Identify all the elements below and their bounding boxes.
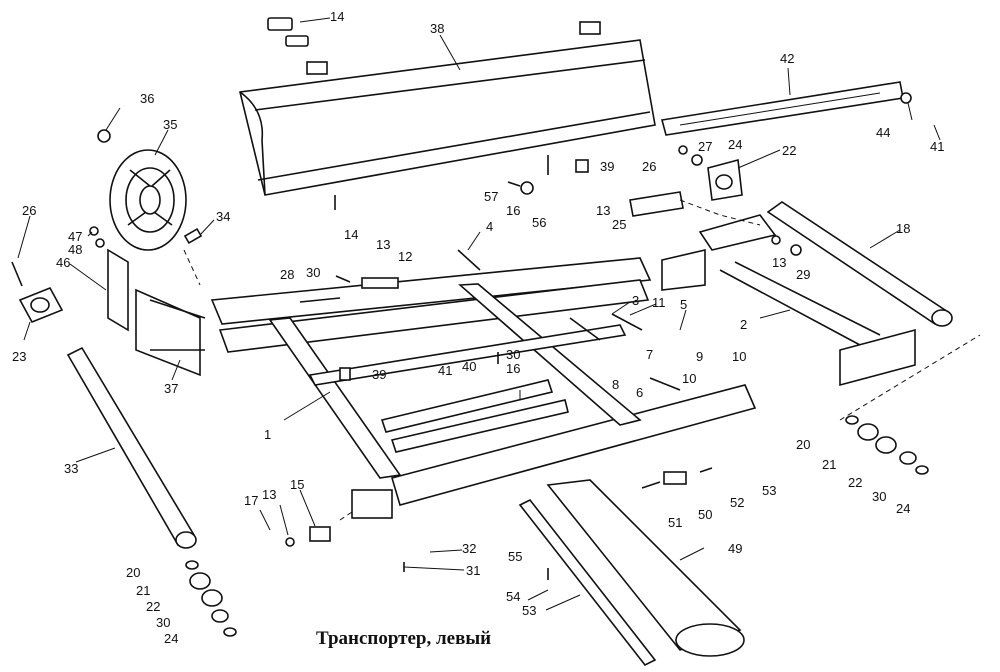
callout-6: 6 xyxy=(636,385,644,400)
callout-40: 40 xyxy=(462,359,477,374)
callout-53: 53 xyxy=(522,603,537,618)
part-34-key xyxy=(183,227,203,245)
callout-17: 17 xyxy=(244,493,259,508)
callout-12: 12 xyxy=(398,249,413,264)
callout-38: 38 xyxy=(430,21,445,36)
callout-28-right: 29 xyxy=(796,267,811,282)
callout-34: 34 xyxy=(216,209,231,224)
callout-39-left: 39 xyxy=(372,367,387,382)
assembly-guides xyxy=(183,199,981,521)
callout-21-left: 21 xyxy=(136,583,151,598)
callout-19: 18 xyxy=(896,221,911,236)
callout-20-right: 20 xyxy=(796,437,811,452)
callout-25: 25 xyxy=(612,217,627,232)
callout-4: 4 xyxy=(486,219,494,234)
callout-24-left: 24 xyxy=(164,631,179,646)
callout-16-top: 16 xyxy=(506,203,521,218)
callout-56: 56 xyxy=(532,215,547,230)
part-33-roller xyxy=(66,346,197,549)
callout-52: 53 xyxy=(762,483,777,498)
callout-29: 30 xyxy=(306,265,321,280)
callout-20-left: 20 xyxy=(126,565,141,580)
callout-35: 35 xyxy=(163,117,178,132)
callout-22-left: 22 xyxy=(146,599,161,614)
part-23-flange-left xyxy=(18,286,64,324)
callout-10-b: 10 xyxy=(682,371,697,386)
callout-51: 52 xyxy=(730,495,745,510)
bearing-stack-left xyxy=(185,560,237,637)
callout-13-d: 13 xyxy=(262,487,277,502)
callout-26-left: 26 xyxy=(22,203,37,218)
part-35-pulley xyxy=(109,149,187,251)
callout-2: 2 xyxy=(740,317,748,332)
callout-26-right: 26 xyxy=(642,159,657,174)
callout-54: 54 xyxy=(506,589,521,604)
callout-3: 3 xyxy=(632,293,640,308)
callout-7: 7 xyxy=(646,347,654,362)
callout-13-c: 13 xyxy=(772,255,787,270)
callout-28-left: 28 xyxy=(280,267,295,282)
callout-42: 41 xyxy=(930,139,945,154)
callout-13-a: 13 xyxy=(376,237,391,252)
callout-10-a: 10 xyxy=(732,349,747,364)
bearing-stack-right xyxy=(845,415,929,475)
callout-30-right: 30 xyxy=(872,489,887,504)
callout-32: 32 xyxy=(462,541,477,556)
part-25-plate xyxy=(629,191,684,217)
callout-27: 27 xyxy=(698,139,713,154)
part-23-flange-right xyxy=(707,158,743,201)
callout-23-right: 22 xyxy=(782,143,797,158)
part-45-37-bracket xyxy=(107,248,206,377)
part-43-strip xyxy=(660,81,904,136)
callout-22-right: 22 xyxy=(848,475,863,490)
callout-8: 8 xyxy=(612,377,620,392)
callout-50: 51 xyxy=(668,515,683,530)
part-36-nut xyxy=(97,129,111,143)
callout-33: 33 xyxy=(64,461,79,476)
callout-39-top: 39 xyxy=(600,159,615,174)
callout-9: 9 xyxy=(696,349,704,364)
part-38-shield xyxy=(239,21,656,210)
callout-31-bottom: 31 xyxy=(466,563,481,578)
callout-46: 47 xyxy=(68,229,83,244)
callout-36: 36 xyxy=(140,91,155,106)
diagram-title: Транспортер, левый xyxy=(316,628,492,649)
callout-1: 1 xyxy=(264,427,272,442)
callout-24-right: 24 xyxy=(896,501,911,516)
callout-47: 48 xyxy=(68,242,83,257)
part-18-clips xyxy=(267,17,309,47)
callout-55: 55 xyxy=(508,549,523,564)
callout-44: 44 xyxy=(876,125,891,140)
callout-48: 49 xyxy=(728,541,743,556)
callout-37: 37 xyxy=(164,381,179,396)
callout-31-top: 30 xyxy=(506,347,521,362)
part-48-belt xyxy=(546,479,745,657)
callout-43: 42 xyxy=(780,51,795,66)
part-1-frame xyxy=(210,257,757,519)
callout-15: 15 xyxy=(290,477,305,492)
callout-21-right: 21 xyxy=(822,457,837,472)
callout-49: 50 xyxy=(698,507,713,522)
callout-23-left: 23 xyxy=(12,349,27,364)
callout-14: 14 xyxy=(344,227,359,242)
part-19-roller xyxy=(766,201,953,327)
callout-18: 14 xyxy=(330,9,345,24)
callout-41: 41 xyxy=(438,363,453,378)
callout-5: 5 xyxy=(680,297,688,312)
small-hardware xyxy=(11,92,912,580)
callout-45: 46 xyxy=(56,255,71,270)
callout-13-b: 13 xyxy=(596,203,611,218)
callout-16-mid: 16 xyxy=(506,361,521,376)
callout-30-left: 30 xyxy=(156,615,171,630)
leader-lines xyxy=(17,17,941,611)
part-40-41-rails xyxy=(380,379,569,453)
part-2-right-frame xyxy=(661,214,916,387)
callout-57: 57 xyxy=(484,189,499,204)
part-53-strip xyxy=(518,498,657,667)
callout-11: 11 xyxy=(652,295,666,310)
callout-24-top: 24 xyxy=(728,137,743,152)
